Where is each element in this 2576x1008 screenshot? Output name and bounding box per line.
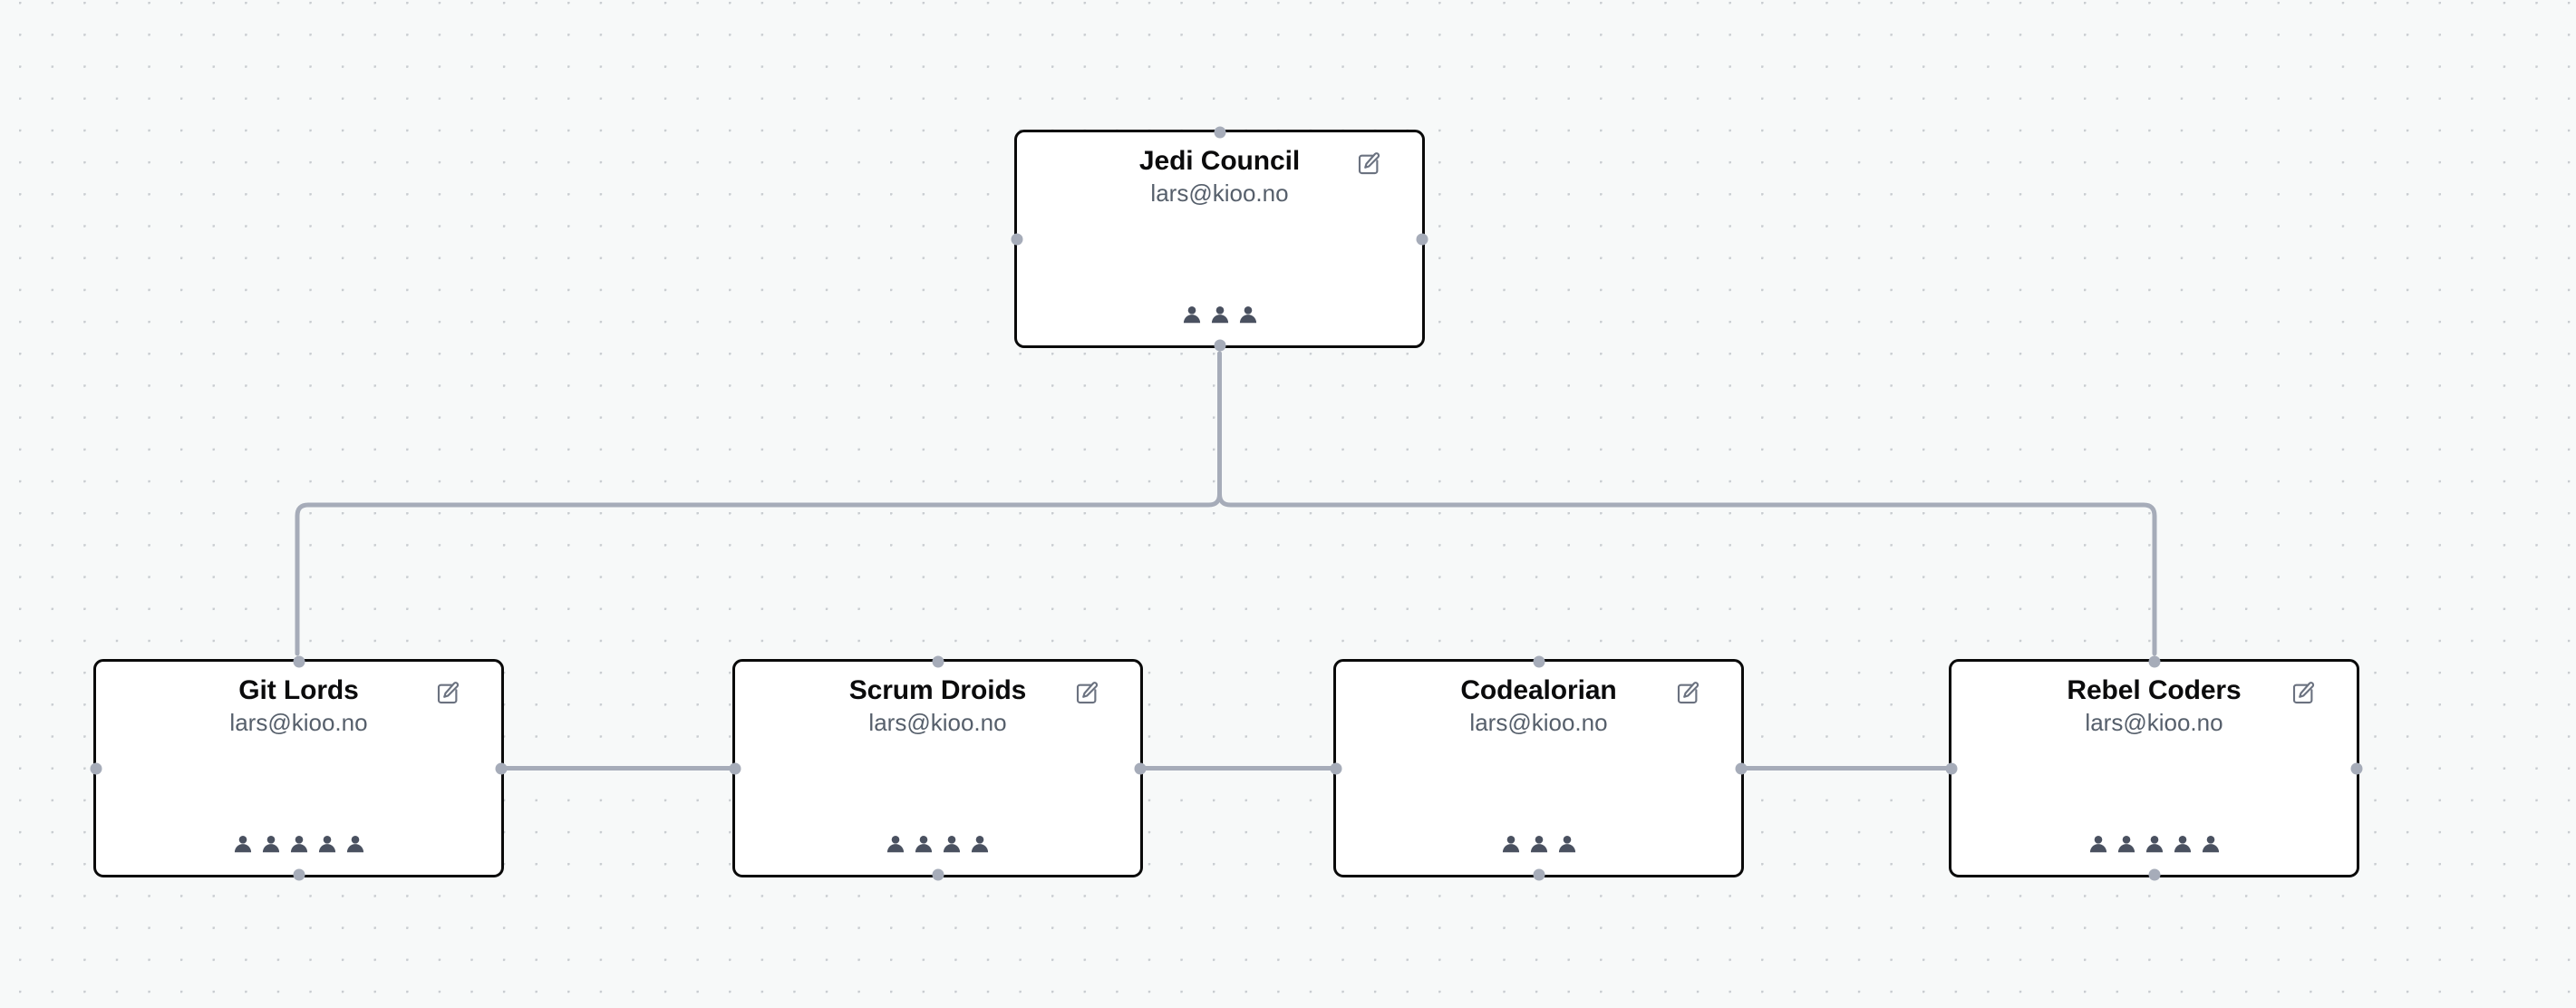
connection-handle-right[interactable] [495, 762, 508, 774]
person-icon [941, 833, 963, 855]
node-email: lars@kioo.no [1469, 709, 1608, 736]
node-header: Git Lords lars@kioo.no [96, 662, 501, 740]
connection-handle-right[interactable] [1416, 233, 1428, 245]
connection-handle-right[interactable] [2350, 762, 2363, 774]
org-node-git-lords[interactable]: Git Lords lars@kioo.no [90, 655, 508, 881]
edit-pencil-square-icon[interactable] [1674, 680, 1701, 707]
connection-handle-top[interactable] [293, 655, 305, 668]
member-avatars [1336, 833, 1741, 855]
member-avatars [1951, 833, 2357, 855]
person-icon [316, 833, 338, 855]
org-node-jedi-council[interactable]: Jedi Council lars@kioo.no [1011, 126, 1428, 352]
org-node-rebel-coders[interactable]: Rebel Coders lars@kioo.no [1945, 655, 2363, 881]
connection-handle-left[interactable] [729, 762, 741, 774]
node-header: Rebel Coders lars@kioo.no [1951, 662, 2357, 740]
connection-handle-top[interactable] [2148, 655, 2160, 668]
person-icon [885, 833, 906, 855]
node-header: Scrum Droids lars@kioo.no [735, 662, 1140, 740]
connection-handle-bottom[interactable] [1214, 339, 1225, 352]
person-icon [913, 833, 935, 855]
node-title: Git Lords [238, 675, 359, 705]
member-avatars [1017, 304, 1422, 325]
node-email: lars@kioo.no [1150, 179, 1289, 207]
connection-handle-top[interactable] [932, 655, 944, 668]
person-icon [260, 833, 282, 855]
node-header: Jedi Council lars@kioo.no [1017, 132, 1422, 210]
org-node-scrum-droids[interactable]: Scrum Droids lars@kioo.no [729, 655, 1147, 881]
node-title: Rebel Coders [2067, 675, 2242, 705]
person-icon [344, 833, 366, 855]
edit-pencil-square-icon[interactable] [1355, 150, 1382, 178]
member-avatars [735, 833, 1140, 855]
person-icon [2087, 833, 2109, 855]
node-email: lars@kioo.no [868, 709, 1007, 736]
member-avatars [96, 833, 501, 855]
person-icon [232, 833, 254, 855]
person-icon [1528, 833, 1550, 855]
org-node-codealorian[interactable]: Codealorian lars@kioo.no [1330, 655, 1748, 881]
edit-pencil-square-icon[interactable] [434, 680, 461, 707]
person-icon [1181, 304, 1203, 325]
connection-handle-left[interactable] [1330, 762, 1342, 774]
person-icon [1500, 833, 1522, 855]
edit-pencil-square-icon[interactable] [2290, 680, 2317, 707]
node-title: Jedi Council [1138, 146, 1301, 176]
connection-handle-top[interactable] [1533, 655, 1545, 668]
node-title: Codealorian [1460, 675, 1617, 705]
person-icon [2116, 833, 2137, 855]
person-icon [1237, 304, 1259, 325]
node-header: Codealorian lars@kioo.no [1336, 662, 1741, 740]
node-title: Scrum Droids [848, 675, 1027, 705]
connection-handle-left[interactable] [1011, 233, 1023, 245]
connection-handle-left[interactable] [90, 762, 102, 774]
node-email: lars@kioo.no [2085, 709, 2223, 736]
person-icon [1556, 833, 1578, 855]
connection-handle-bottom[interactable] [1533, 868, 1545, 881]
person-icon [2200, 833, 2222, 855]
person-icon [1209, 304, 1231, 325]
connection-handle-left[interactable] [1945, 762, 1958, 774]
person-icon [2172, 833, 2193, 855]
person-icon [969, 833, 991, 855]
edge-jedi-council-to-rebel-coders [1217, 351, 2157, 656]
edge-jedi-council-to-git-lords [295, 351, 1222, 656]
connection-handle-right[interactable] [1134, 762, 1147, 774]
connection-handle-bottom[interactable] [293, 868, 305, 881]
connection-handle-right[interactable] [1735, 762, 1748, 774]
person-icon [2144, 833, 2165, 855]
person-icon [288, 833, 310, 855]
connection-handle-bottom[interactable] [2148, 868, 2160, 881]
connection-handle-top[interactable] [1214, 126, 1225, 139]
edit-pencil-square-icon[interactable] [1073, 680, 1100, 707]
node-email: lars@kioo.no [229, 709, 368, 736]
connection-handle-bottom[interactable] [932, 868, 944, 881]
